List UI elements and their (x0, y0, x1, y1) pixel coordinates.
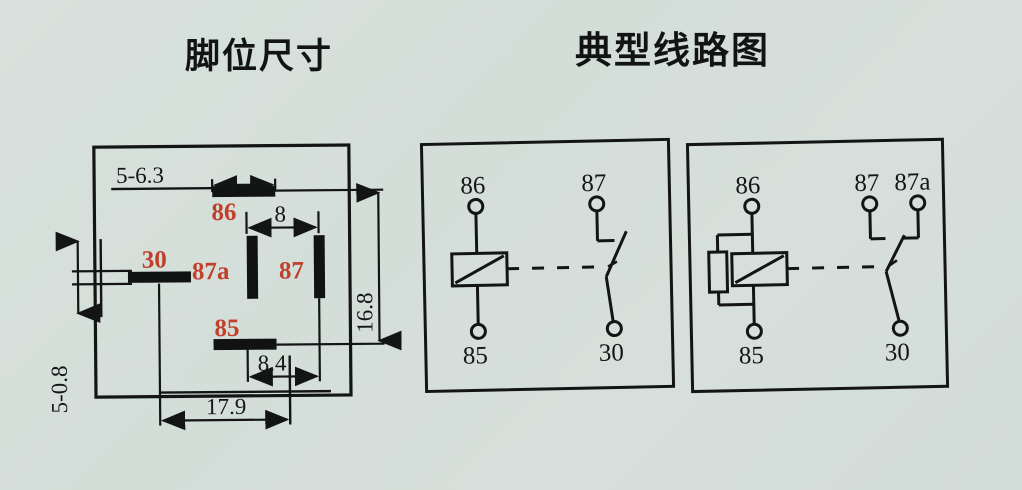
actuator-dashed-link (787, 265, 886, 271)
ext-line-17.9-left (157, 283, 162, 426)
relay-5-pin-frame (685, 137, 950, 394)
dim-text-8: 8 (274, 202, 286, 227)
wire-87-down (595, 210, 600, 241)
wire-resistor-top-join (717, 232, 753, 237)
terminal-label-30: 30 (885, 339, 911, 367)
terminal-30 (605, 320, 623, 338)
dim-text-pin-thickness: 5-0.8 (47, 365, 72, 413)
terminal-87 (861, 195, 879, 213)
wire-87a-down (916, 209, 920, 238)
contact-pivot-mark (607, 260, 618, 268)
terminal-label-86: 86 (460, 172, 486, 200)
terminal-label-85: 85 (739, 342, 765, 370)
dim-arrow-8.4 (248, 366, 320, 387)
pin-label-87: 87 (279, 257, 304, 284)
pin-label-86: 86 (211, 199, 236, 226)
wire-coil-to-85 (475, 285, 480, 325)
pin-bar-85 (213, 338, 277, 351)
terminal-30 (891, 319, 909, 337)
ext-line-8.4-right (318, 298, 321, 382)
terminal-label-85: 85 (463, 342, 489, 370)
contact-blade (604, 230, 628, 278)
terminal-label-87: 87 (581, 170, 607, 198)
pin-label-30: 30 (142, 247, 167, 274)
circuit-diagram-title: 典型线路图 (575, 29, 770, 72)
terminal-85 (469, 322, 487, 340)
pin-bar-30 (127, 271, 192, 283)
relay-4-pin-frame (419, 137, 676, 394)
pin-bar-87 (313, 235, 326, 299)
terminal-label-30: 30 (599, 339, 625, 367)
pin-label-87a: 87a (192, 258, 230, 285)
terminal-85 (745, 322, 763, 340)
wire-87-down (868, 210, 872, 239)
coil-slash (734, 254, 785, 284)
dim-arrow-pin-thickness (55, 231, 101, 324)
ext-line-thickness-vertical (99, 239, 103, 318)
pin-label-85: 85 (214, 315, 239, 342)
pin-bar-87a (246, 235, 259, 299)
ext-line-17.9-right (288, 355, 292, 425)
coil-slash (454, 254, 505, 285)
pin-dimension-title: 脚位尺寸 (185, 37, 334, 77)
resistor-symbol (707, 250, 730, 294)
dim-text-8.4: 8.4 (258, 351, 287, 376)
terminal-87a (909, 194, 927, 212)
dim-text-pin-width: 5-6.3 (116, 163, 164, 188)
dim-arrow-8 (247, 217, 318, 238)
wire-resistor-bottom-join (718, 302, 754, 307)
terminal-label-86: 86 (735, 172, 761, 200)
ext-line-17.9-shelf (160, 389, 331, 394)
terminal-label-87a: 87a (894, 169, 931, 197)
wire-86-to-coil (474, 213, 479, 254)
wire-contact-to-30 (604, 276, 615, 322)
wire-contact-to-30 (884, 271, 901, 322)
actuator-dashed-link (507, 265, 600, 271)
contact-pivot-mark (887, 259, 898, 268)
dim-arrow-17.9 (161, 409, 290, 431)
dim-text-16.8: 16.8 (352, 292, 377, 332)
terminal-86 (743, 197, 761, 215)
dim-arrow-16.8 (356, 182, 402, 351)
dim-text-17.9: 17.9 (206, 394, 246, 419)
terminal-label-87: 87 (854, 170, 880, 198)
